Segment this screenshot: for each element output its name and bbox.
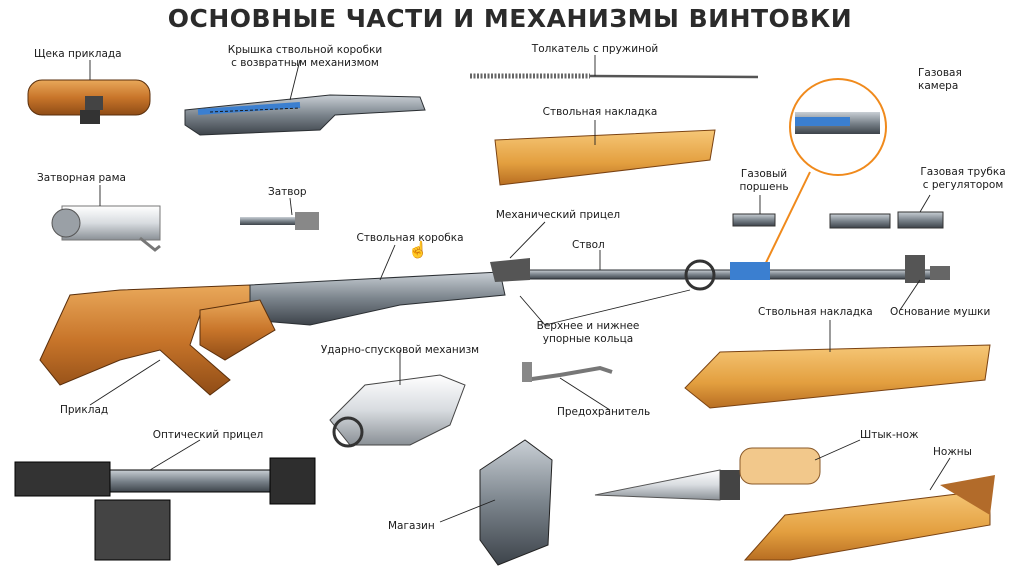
label-scabbard: Ножны [933,446,972,458]
gas-piston-part [732,213,776,227]
label-front-sight-base: Основание мушки [890,306,991,318]
label-trigger-mechanism: Ударно-спусковой механизм [320,344,480,356]
scabbard-part [743,475,995,561]
label-rings: Верхнее и нижнее упорные кольца [536,320,640,345]
rifle-assembly [39,255,950,396]
bolt-carrier-part [51,205,161,252]
label-upper-handguard: Ствольная накладка [542,106,658,118]
label-gas-chamber: Газовая камера [918,67,962,92]
label-receiver: Ствольная коробка [356,232,464,244]
label-safety: Предохранитель [557,406,651,418]
label-barrel: Ствол [572,239,605,251]
poster-title: ОСНОВНЫЕ ЧАСТИ И МЕХАНИЗМЫ ВИНТОВКИ [167,4,853,33]
cheek-piece-part [27,79,151,124]
label-optical-sight: Оптический прицел [152,429,264,441]
label-magazine: Магазин [388,520,435,532]
hand-cursor-icon: ☝ [408,242,428,259]
magazine-part [479,439,553,566]
label-stock: Приклад [60,404,109,416]
bolt-part [240,212,319,230]
label-gas-piston: Газовый поршень [739,168,789,193]
label-lower-handguard: Ствольная накладка [758,306,873,318]
pusher-spring-part [470,73,759,79]
label-bolt: Затвор [268,186,307,198]
label-gas-tube: Газовая трубка с регулятором [920,166,1006,191]
label-cheek-piece: Щека приклада [34,48,122,60]
label-mechanical-sight: Механический прицел [495,209,621,221]
label-bayonet: Штык-нож [860,429,919,441]
trigger-mechanism-part [329,374,466,448]
label-pusher-spring: Толкатель с пружиной [531,43,659,55]
label-receiver-cover: Крышка ствольной коробки с возвратным ме… [227,44,383,69]
bayonet-part [594,447,821,501]
gas-tube-part [829,211,944,229]
optical-sight-part [14,457,316,561]
upper-handguard-part [494,129,716,186]
safety-part [522,362,613,382]
leader-lines [89,55,951,523]
lower-handguard-part [684,344,991,409]
label-bolt-carrier: Затворная рама [37,172,126,184]
gas-chamber-callout [759,78,887,276]
receiver-cover-part [184,94,426,136]
